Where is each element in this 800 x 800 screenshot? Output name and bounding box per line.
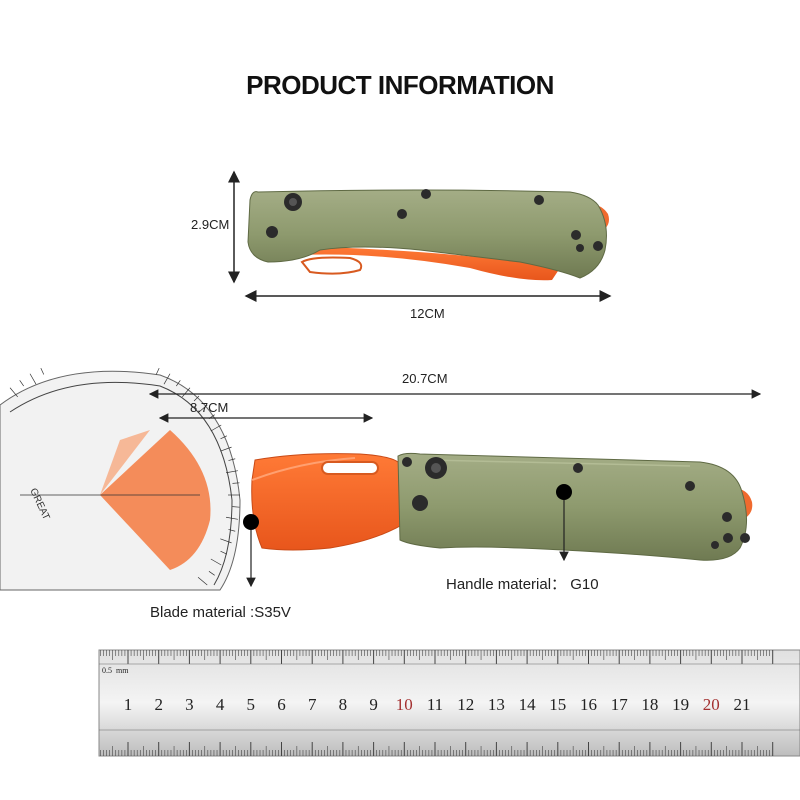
ruler-number: 5 bbox=[247, 695, 256, 714]
ruler-number: 9 bbox=[369, 695, 378, 714]
closed-height-label: 2.9CM bbox=[191, 217, 230, 232]
blade-material-marker bbox=[243, 514, 259, 530]
protractor-tick bbox=[197, 404, 208, 413]
protractor-tick bbox=[155, 367, 160, 375]
ruler-number: 19 bbox=[672, 695, 689, 714]
closed-knife-handle bbox=[247, 189, 607, 279]
overall-length-label: 20.7CM bbox=[402, 371, 448, 386]
ruler-number: 3 bbox=[185, 695, 194, 714]
open-knife bbox=[243, 452, 753, 561]
ruler-number: 8 bbox=[339, 695, 348, 714]
protractor-tick bbox=[40, 367, 45, 375]
protractor-tick bbox=[228, 529, 236, 532]
ruler-number: 2 bbox=[154, 695, 163, 714]
ruler-corner-label: 0.5 bbox=[102, 666, 112, 675]
ruler-number: 18 bbox=[641, 695, 658, 714]
ruler-number: 14 bbox=[519, 695, 537, 714]
protractor-tick bbox=[175, 380, 181, 387]
protractor-tick bbox=[163, 373, 171, 385]
ruler-number: 10 bbox=[396, 695, 413, 714]
protractor-tick bbox=[220, 538, 232, 544]
protractor-tick bbox=[210, 424, 222, 432]
protractor-tick bbox=[225, 470, 238, 474]
ruler-number: 15 bbox=[549, 695, 566, 714]
protractor-tick bbox=[220, 446, 232, 452]
ruler-body bbox=[98, 649, 800, 757]
protractor-tick bbox=[208, 570, 215, 576]
ruler-number: 20 bbox=[703, 695, 720, 714]
handle-material-marker bbox=[556, 484, 572, 500]
protractor-tick bbox=[225, 516, 238, 520]
ruler-number: 6 bbox=[277, 695, 286, 714]
ruler-number: 4 bbox=[216, 695, 225, 714]
blade-length-label: 8.7CM bbox=[190, 400, 229, 415]
ruler-number: 17 bbox=[611, 695, 629, 714]
protractor-fan bbox=[100, 430, 211, 570]
protractor-tick bbox=[220, 435, 228, 440]
protractor: GREAT bbox=[0, 367, 241, 591]
open-knife-handle bbox=[397, 452, 747, 561]
ruler-number: 21 bbox=[734, 695, 751, 714]
handle-material-label: Handle material： G10 bbox=[446, 576, 599, 593]
protractor-tick bbox=[210, 558, 222, 566]
protractor-tick bbox=[197, 577, 208, 586]
protractor-tick bbox=[19, 380, 25, 387]
protractor-tick bbox=[228, 458, 236, 461]
blade-material-label: Blade material :S35V bbox=[150, 604, 291, 621]
page-title: PRODUCT INFORMATION bbox=[246, 70, 554, 100]
ruler-number: 16 bbox=[580, 695, 597, 714]
ruler-tick-marks bbox=[100, 650, 774, 756]
ruler-number: 7 bbox=[308, 695, 317, 714]
blade-thumb-hole bbox=[321, 461, 379, 475]
protractor-tick bbox=[220, 550, 228, 555]
ruler-number: 1 bbox=[124, 695, 133, 714]
protractor-tick bbox=[232, 506, 240, 508]
ruler-number: 12 bbox=[457, 695, 474, 714]
closed-knife-blade bbox=[300, 246, 560, 281]
closed-knife bbox=[247, 189, 609, 281]
ruler-unit-label: mm bbox=[116, 666, 129, 675]
protractor-tick bbox=[29, 373, 37, 385]
ruler-number: 11 bbox=[427, 695, 443, 714]
closed-length-label: 12CM bbox=[410, 306, 445, 321]
protractor-tick bbox=[9, 387, 18, 398]
open-knife-blade bbox=[251, 453, 411, 551]
ruler-number: 13 bbox=[488, 695, 505, 714]
protractor-tick bbox=[232, 482, 240, 484]
